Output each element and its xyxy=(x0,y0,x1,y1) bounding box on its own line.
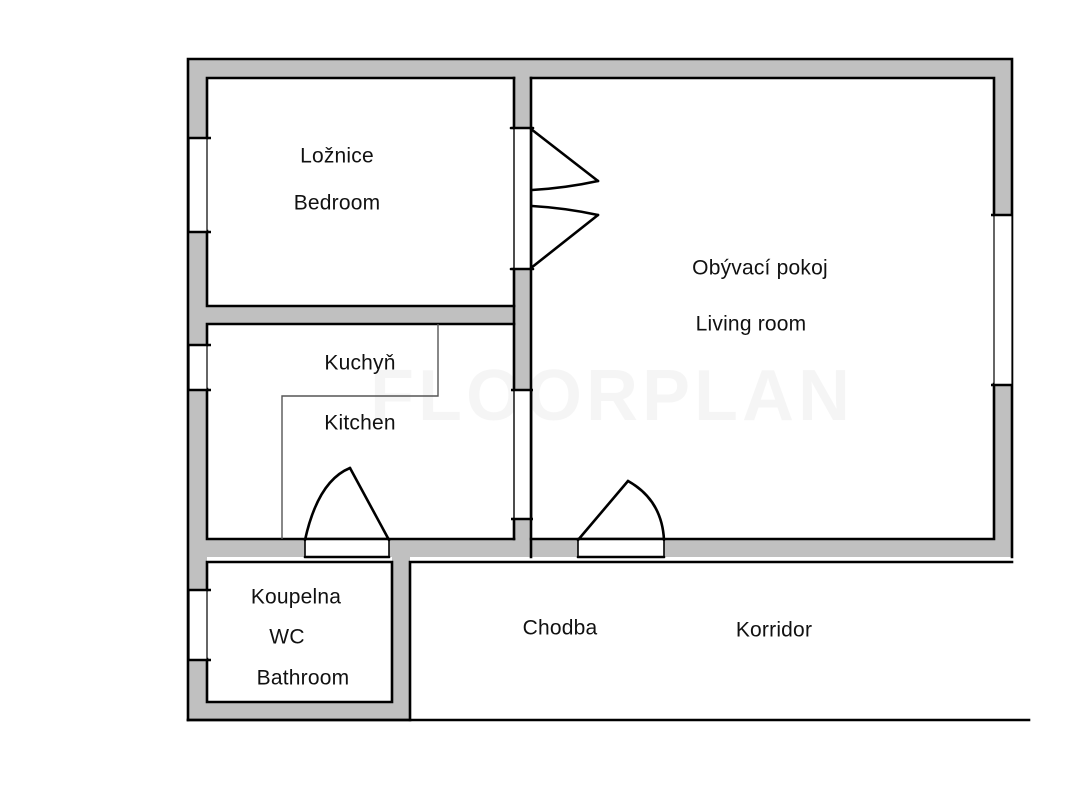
door-arc-kitchen xyxy=(303,466,352,542)
label-bedroom-en: Bedroom xyxy=(294,192,381,215)
outline-bedroom-interior xyxy=(205,76,516,308)
door-leaf-living xyxy=(576,479,630,542)
door-kitchen xyxy=(303,466,391,559)
room-label-group: Ložnice Bedroom Obývací pokoj Living roo… xyxy=(251,145,828,690)
label-bathroom-wc: WC xyxy=(269,626,304,649)
outline-kitchen-interior xyxy=(205,322,516,541)
wall-west-seg-1 xyxy=(188,59,207,139)
wall-bathroom-east xyxy=(392,557,410,720)
outline-living-interior xyxy=(529,76,996,541)
door-group xyxy=(303,126,666,559)
label-living-room-cs: Obývací pokoj xyxy=(692,257,828,280)
label-bathroom-cs: Koupelna xyxy=(251,586,341,609)
wall-outline-group xyxy=(186,57,1031,722)
label-bathroom-en: Bathroom xyxy=(257,667,350,690)
kitchen-counter-outline xyxy=(281,324,439,539)
door-leaf-upper xyxy=(529,127,600,183)
outline-bathroom-interior xyxy=(205,560,394,704)
wall-west-seg-3 xyxy=(188,389,207,591)
door-bedroom-living-double xyxy=(509,126,600,271)
label-kitchen-en: Kitchen xyxy=(324,412,395,435)
label-corridor-cs: Chodba xyxy=(523,617,598,640)
wall-partition-vertical-seg-2 xyxy=(514,269,531,390)
door-leaf-lower xyxy=(529,213,600,270)
window-kitchen-west xyxy=(188,343,211,392)
label-corridor-en: Korridor xyxy=(736,619,812,642)
label-kitchen-cs: Kuchyň xyxy=(324,352,395,375)
door-leaf-kitchen xyxy=(348,466,391,542)
wall-north xyxy=(188,59,1012,78)
door-arc-living xyxy=(626,479,666,542)
wall-group xyxy=(188,59,1012,720)
wall-partition-vertical-seg-1 xyxy=(514,59,531,128)
door-arc-lower xyxy=(530,204,600,217)
window-living-east xyxy=(991,213,1013,387)
opening-kitchen-living xyxy=(511,388,533,521)
wall-bathroom-south xyxy=(188,702,410,720)
label-bedroom-cs: Ložnice xyxy=(300,145,374,168)
wall-partition-vertical-seg-3 xyxy=(514,519,531,557)
outline-corridor xyxy=(408,560,1014,722)
window-group xyxy=(188,136,1013,662)
wall-east-seg-1 xyxy=(994,59,1012,216)
wall-partition-bedroom-kitchen xyxy=(188,306,530,324)
wall-west-seg-2 xyxy=(188,231,207,346)
door-arc-upper xyxy=(530,179,600,192)
window-bedroom-west xyxy=(188,136,211,234)
watermark-text: FLOORPLAN xyxy=(370,356,854,436)
window-bathroom-west xyxy=(188,588,211,662)
wall-east-seg-2 xyxy=(994,384,1012,557)
outline-outer-shell xyxy=(186,57,1014,722)
door-living-room xyxy=(576,479,666,559)
label-living-room-en: Living room xyxy=(696,313,807,336)
